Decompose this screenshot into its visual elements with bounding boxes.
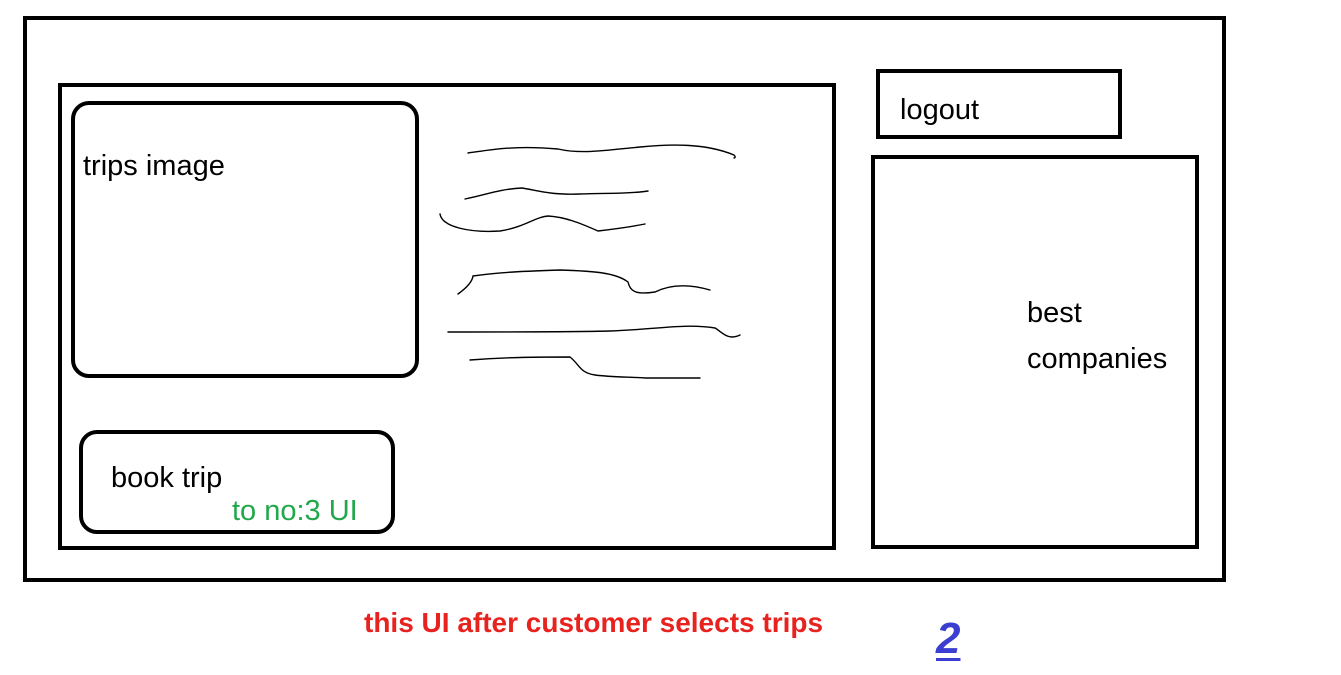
placeholder-line (457, 269, 711, 295)
placeholder-line (447, 325, 741, 338)
trip-image-label: trips image (83, 150, 225, 182)
book-trip-label: book trip (111, 462, 223, 494)
trip-image-placeholder: trips image (71, 101, 419, 378)
logout-label: logout (900, 94, 980, 126)
book-trip-button[interactable]: book trip to no:3 UI (79, 430, 395, 534)
app-window-frame (23, 16, 1226, 582)
placeholder-line (469, 356, 701, 379)
navigation-note: to no:3 UI (232, 495, 358, 527)
trip-details-panel (58, 83, 836, 550)
placeholder-line (467, 144, 736, 159)
placeholder-line (464, 187, 649, 200)
page-number-link[interactable]: 2 (936, 614, 961, 663)
diagram-caption: this UI after customer selects trips (364, 607, 824, 638)
trip-description-placeholder-lines (439, 144, 741, 379)
logout-button[interactable]: logout (876, 69, 1122, 139)
best-companies-label: best companies (1027, 297, 1168, 375)
best-companies-panel: best companies (871, 155, 1199, 549)
placeholder-line (439, 213, 646, 233)
